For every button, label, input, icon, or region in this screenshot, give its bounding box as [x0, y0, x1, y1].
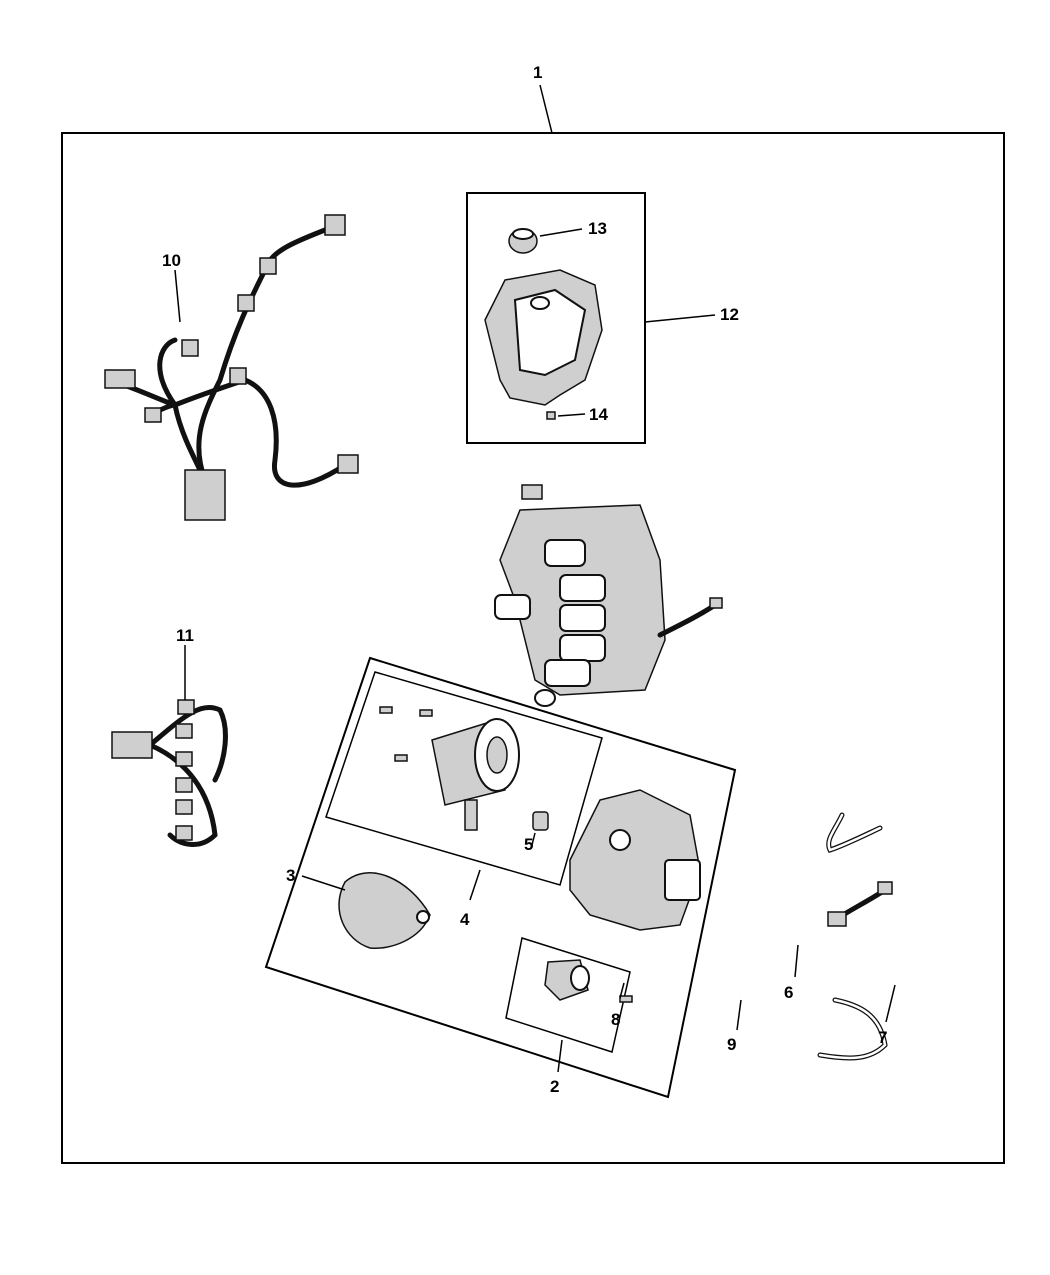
pump-motor — [379, 706, 520, 831]
leader-line-1 — [539, 84, 553, 134]
valve-body-assembly — [494, 484, 723, 707]
fluid-reservoir — [484, 269, 603, 406]
sensor-bolt — [619, 995, 633, 1003]
reservoir-cap — [508, 228, 538, 254]
callout-13: 13 — [588, 219, 607, 238]
hydraulic-tube-a — [826, 812, 883, 854]
wiring-harness — [104, 214, 359, 521]
accumulator — [338, 872, 431, 949]
callout-12: 12 — [720, 305, 739, 324]
hydraulic-tube-c — [817, 997, 888, 1061]
callout-5: 5 — [524, 835, 533, 854]
callout-4: 4 — [460, 910, 470, 929]
callout-11: 11 — [176, 626, 194, 645]
callout-3: 3 — [286, 866, 295, 885]
callout-6: 6 — [784, 983, 793, 1002]
motor-kit-box — [325, 671, 603, 886]
reservoir-nut — [546, 411, 556, 420]
hydraulic-pump-unit — [569, 789, 701, 931]
motor-bolts — [379, 706, 433, 762]
motor-bushing — [532, 811, 549, 831]
callout-2: 2 — [550, 1077, 559, 1096]
callout-9: 9 — [727, 1035, 736, 1054]
callout-7: 7 — [878, 1028, 887, 1047]
harness-main-connector — [184, 469, 226, 521]
kit-boundary-box — [61, 132, 1005, 1164]
callout-14: 14 — [589, 405, 608, 424]
hydraulic-tube-b — [827, 881, 893, 927]
sensor-harness — [111, 699, 228, 847]
pressure-sensor — [544, 959, 590, 1001]
actuator-kit-box — [264, 656, 737, 1099]
reservoir-kit-box — [466, 192, 646, 444]
callout-1: 1 — [533, 63, 542, 82]
callout-8: 8 — [611, 1010, 620, 1029]
callout-10: 10 — [162, 251, 181, 270]
sensor-kit-box — [505, 937, 631, 1053]
